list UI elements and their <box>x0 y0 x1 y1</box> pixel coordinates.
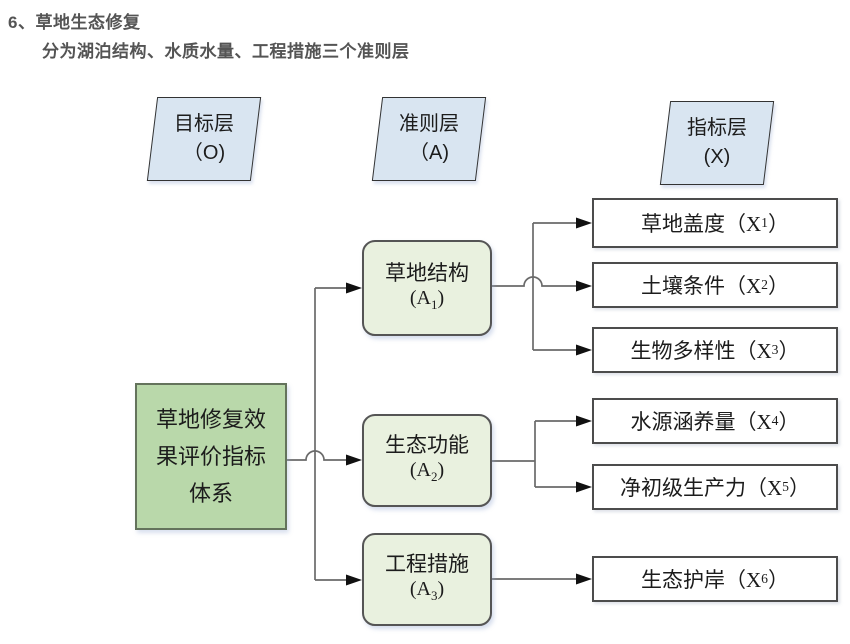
goal-node-line: 体系 <box>188 481 233 506</box>
criteria-node-a2-code: (A2) <box>409 459 445 484</box>
page-title: 6、草地生态修复 <box>8 13 141 32</box>
goal-node-line: 草地修复效 <box>155 407 266 432</box>
layer-header-goal-label: 目标层 （O) <box>174 113 234 164</box>
criteria-node-a1: 草地结构 (A1) <box>362 240 492 336</box>
layer-header-goal: 目标层 （O) <box>146 97 262 181</box>
layer-header-criteria: 准则层 （A) <box>371 97 487 181</box>
layer-header-criteria-label: 准则层 （A) <box>399 113 459 164</box>
layer-header-indicator-label: 指标层 (X) <box>687 117 747 168</box>
criteria-node-a2: 生态功能 (A2) <box>362 414 492 507</box>
layer-header-indicator: 指标层 (X) <box>659 101 775 185</box>
criteria-node-a3: 工程措施 (A3) <box>362 533 492 626</box>
criteria-node-a3-code: (A3) <box>409 578 445 603</box>
goal-node-line: 果评价指标 <box>155 444 266 469</box>
page-subtitle: 分为湖泊结构、水质水量、工程措施三个准则层 <box>42 42 410 61</box>
criteria-node-a1-code: (A1) <box>409 286 445 312</box>
goal-node: 草地修复效 果评价指标 体系 <box>135 383 287 530</box>
